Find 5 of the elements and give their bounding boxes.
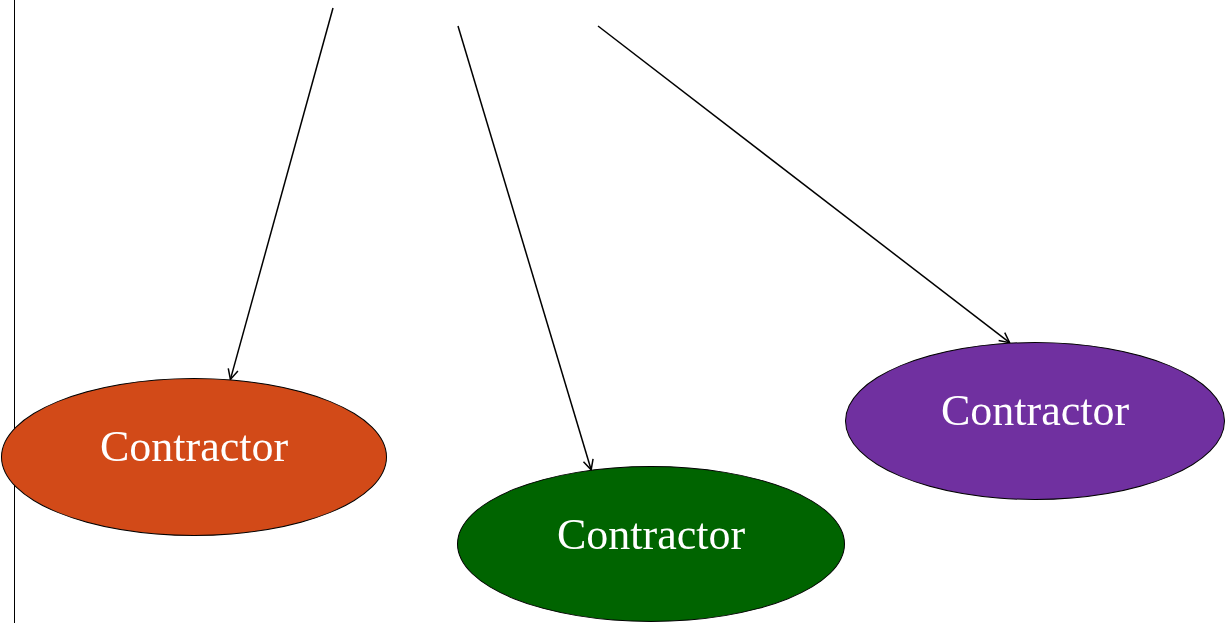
node-label: Contractor <box>940 384 1130 436</box>
arrow <box>457 25 594 471</box>
node-label: Contractor <box>556 508 746 560</box>
node-label: Contractor <box>99 420 289 472</box>
arrow <box>597 25 1011 344</box>
